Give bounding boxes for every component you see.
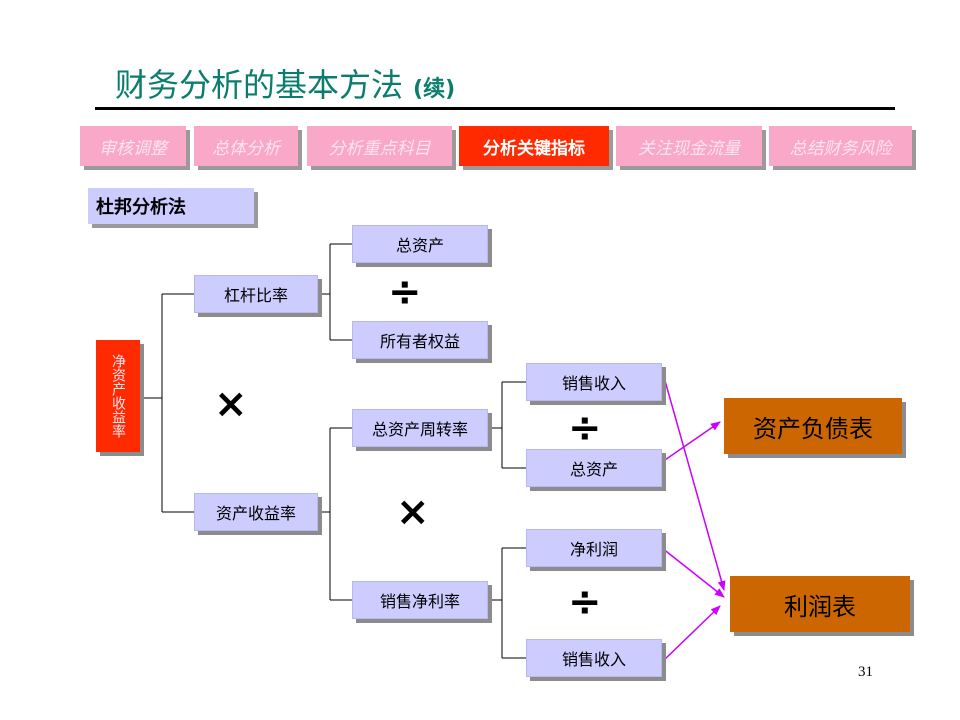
node-net-profit: 净利润 (526, 529, 662, 567)
multiply-operator: × (396, 489, 430, 535)
node-sales-revenue-top: 销售收入 (526, 363, 662, 401)
tab-key-accounts[interactable]: 分析重点科目 (307, 126, 452, 166)
divide-operator: ÷ (568, 405, 602, 451)
method-label: 杜邦分析法 (88, 188, 254, 224)
divide-operator: ÷ (568, 579, 602, 625)
node-income-statement: 利润表 (730, 576, 910, 632)
node-owners-equity: 所有者权益 (352, 321, 488, 359)
node-net-margin: 销售净利率 (352, 581, 488, 619)
divide-operator: ÷ (388, 269, 422, 315)
page-title-text: 财务分析的基本方法 (115, 66, 404, 104)
tab-overall-analysis[interactable]: 总体分析 (194, 126, 298, 166)
node-return-on-assets: 资产收益率 (194, 493, 318, 531)
node-total-assets-bottom: 总资产 (526, 449, 662, 487)
page-title-suffix: (续) (413, 77, 456, 102)
node-asset-turnover: 总资产周转率 (352, 409, 488, 447)
node-leverage-ratio: 杠杆比率 (194, 275, 318, 313)
tab-cash-flow[interactable]: 关注现金流量 (616, 126, 762, 166)
node-roe: 净资产收益率 (96, 340, 140, 452)
node-sales-revenue-bottom: 销售收入 (526, 639, 662, 677)
page-number: 31 (858, 664, 873, 680)
tab-financial-risk[interactable]: 总结财务风险 (769, 126, 912, 166)
node-balance-sheet: 资产负债表 (724, 398, 902, 454)
multiply-operator: × (214, 381, 248, 427)
tab-audit-adjust[interactable]: 审核调整 (80, 126, 186, 166)
tab-key-indicators[interactable]: 分析关键指标 (459, 126, 609, 166)
node-total-assets-top: 总资产 (352, 225, 488, 263)
title-divider (95, 107, 895, 110)
page-title: 财务分析的基本方法 (续) (115, 60, 455, 106)
